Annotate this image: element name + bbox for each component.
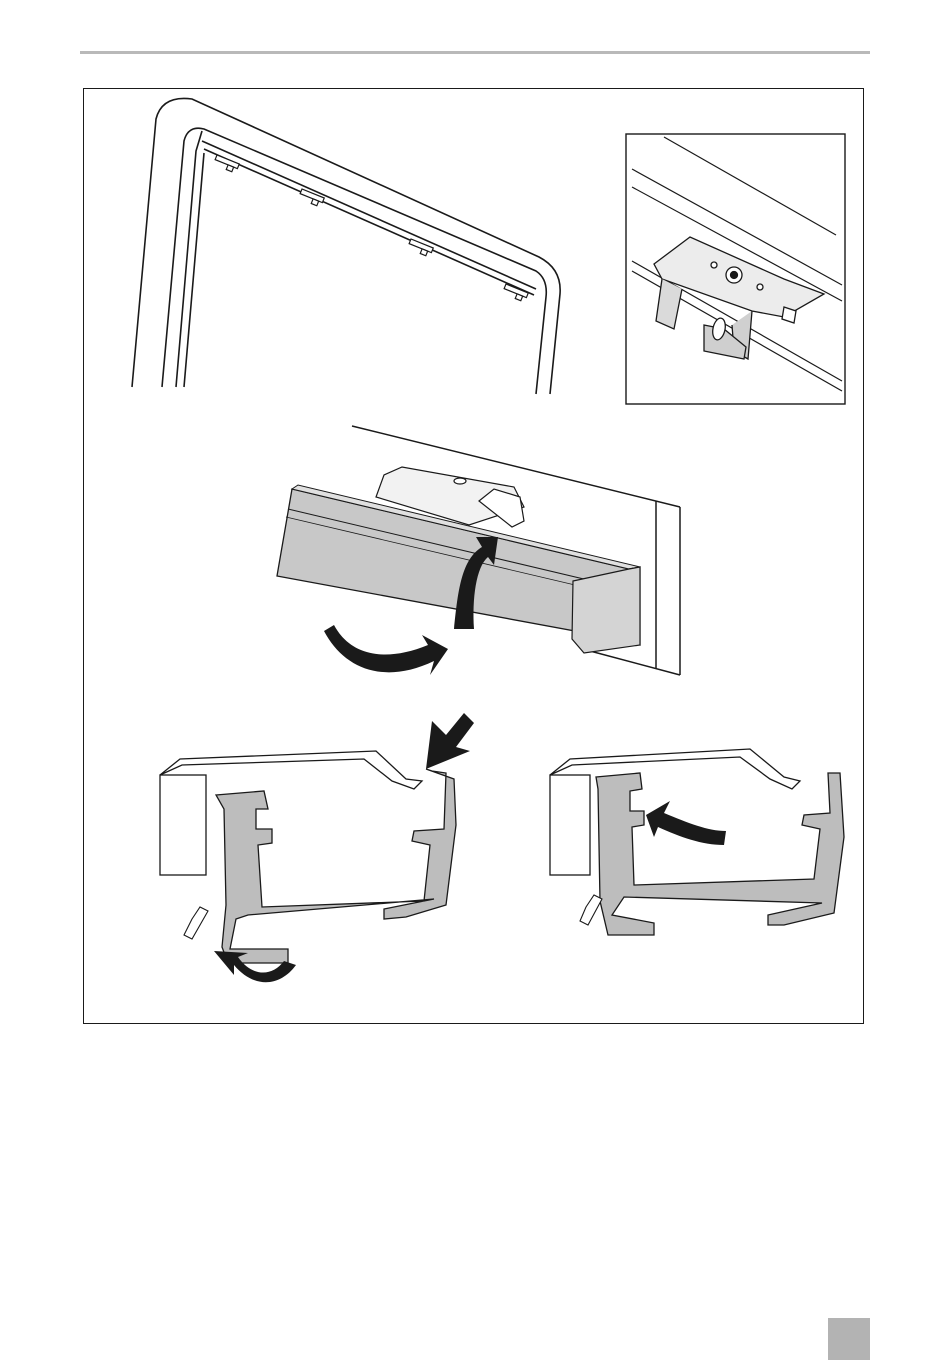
rotation-arrow (324, 625, 448, 675)
rail-mounting-drawing (277, 426, 680, 675)
profile-section-left (160, 713, 474, 982)
rotate-arrow-right (646, 801, 726, 845)
press-arrow (426, 713, 474, 769)
page-number-tab (828, 1318, 870, 1360)
profile-section-right (550, 749, 844, 935)
clip-detail-inset (626, 134, 845, 404)
header-rule (80, 51, 870, 54)
installation-figure (83, 88, 864, 1024)
figure-drawing (84, 89, 865, 1025)
window-frame-drawing (132, 98, 560, 394)
frame-clips (213, 155, 528, 302)
frame-clip (213, 155, 239, 173)
frame-clip (298, 189, 324, 207)
